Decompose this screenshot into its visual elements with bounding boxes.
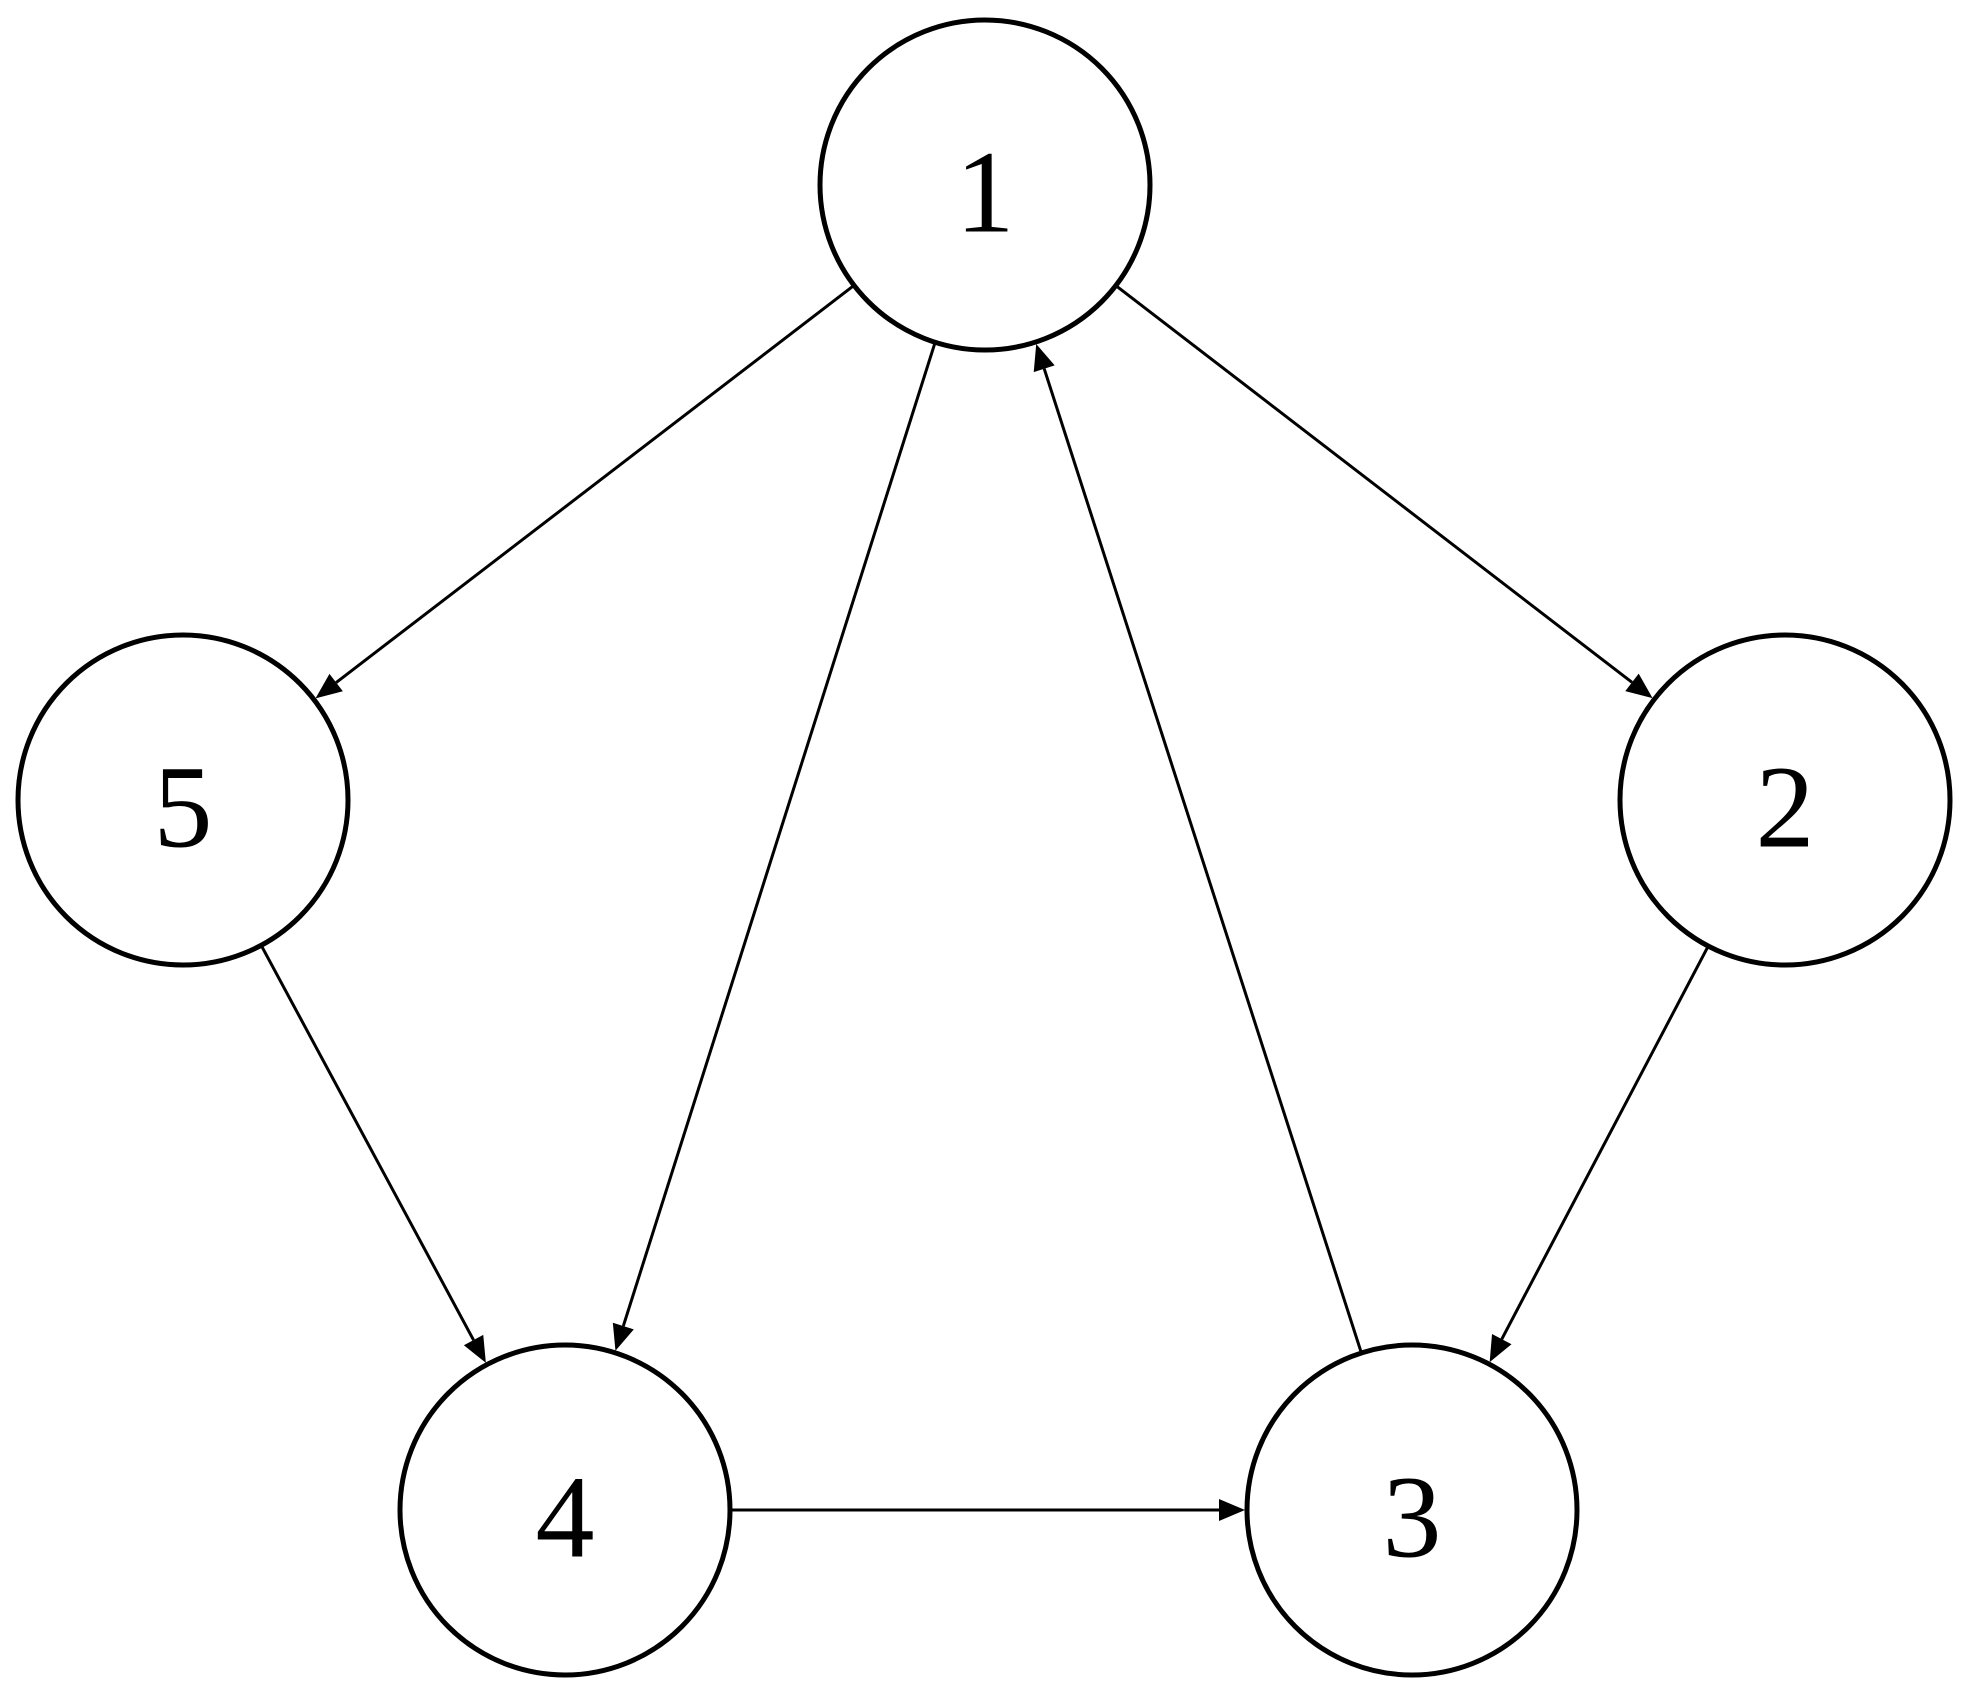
edge-line bbox=[1500, 947, 1709, 1340]
edge-5-to-4 bbox=[260, 946, 486, 1363]
node-3: 3 bbox=[1244, 1342, 1580, 1678]
edge-line bbox=[260, 946, 475, 1341]
edge-line bbox=[1116, 285, 1633, 684]
arrow-head-icon bbox=[315, 673, 343, 699]
edge-4-to-3 bbox=[732, 1499, 1245, 1521]
node-3-label: 3 bbox=[1383, 1452, 1442, 1583]
edges-layer bbox=[260, 285, 1709, 1521]
edge-1-to-5 bbox=[315, 285, 854, 699]
edge-line bbox=[1042, 368, 1363, 1352]
arrow-head-icon bbox=[463, 1334, 486, 1363]
edge-3-to-1 bbox=[1033, 343, 1363, 1352]
edge-1-to-4 bbox=[612, 343, 936, 1351]
node-1-circle bbox=[817, 17, 1153, 353]
arrow-head-icon bbox=[1625, 673, 1653, 699]
arrow-head-icon bbox=[1489, 1334, 1512, 1363]
node-1-label: 1 bbox=[956, 127, 1015, 258]
node-4-circle bbox=[397, 1342, 733, 1678]
edge-2-to-3 bbox=[1489, 947, 1709, 1363]
arrow-head-icon bbox=[1219, 1499, 1245, 1521]
node-2-label: 2 bbox=[1756, 742, 1815, 873]
edge-line bbox=[335, 285, 854, 684]
nodes-layer: 1 2 3 4 5 bbox=[15, 17, 1953, 1678]
node-1: 1 bbox=[817, 17, 1153, 353]
arrow-head-icon bbox=[1033, 343, 1055, 373]
node-5-label: 5 bbox=[154, 742, 213, 873]
edge-1-to-2 bbox=[1116, 285, 1653, 699]
node-5-circle bbox=[15, 632, 351, 968]
node-2: 2 bbox=[1617, 632, 1953, 968]
arrow-head-icon bbox=[612, 1322, 634, 1351]
node-5: 5 bbox=[15, 632, 351, 968]
edge-line bbox=[621, 343, 936, 1327]
node-4: 4 bbox=[397, 1342, 733, 1678]
node-4-label: 4 bbox=[536, 1452, 595, 1583]
node-2-circle bbox=[1617, 632, 1953, 968]
node-3-circle bbox=[1244, 1342, 1580, 1678]
